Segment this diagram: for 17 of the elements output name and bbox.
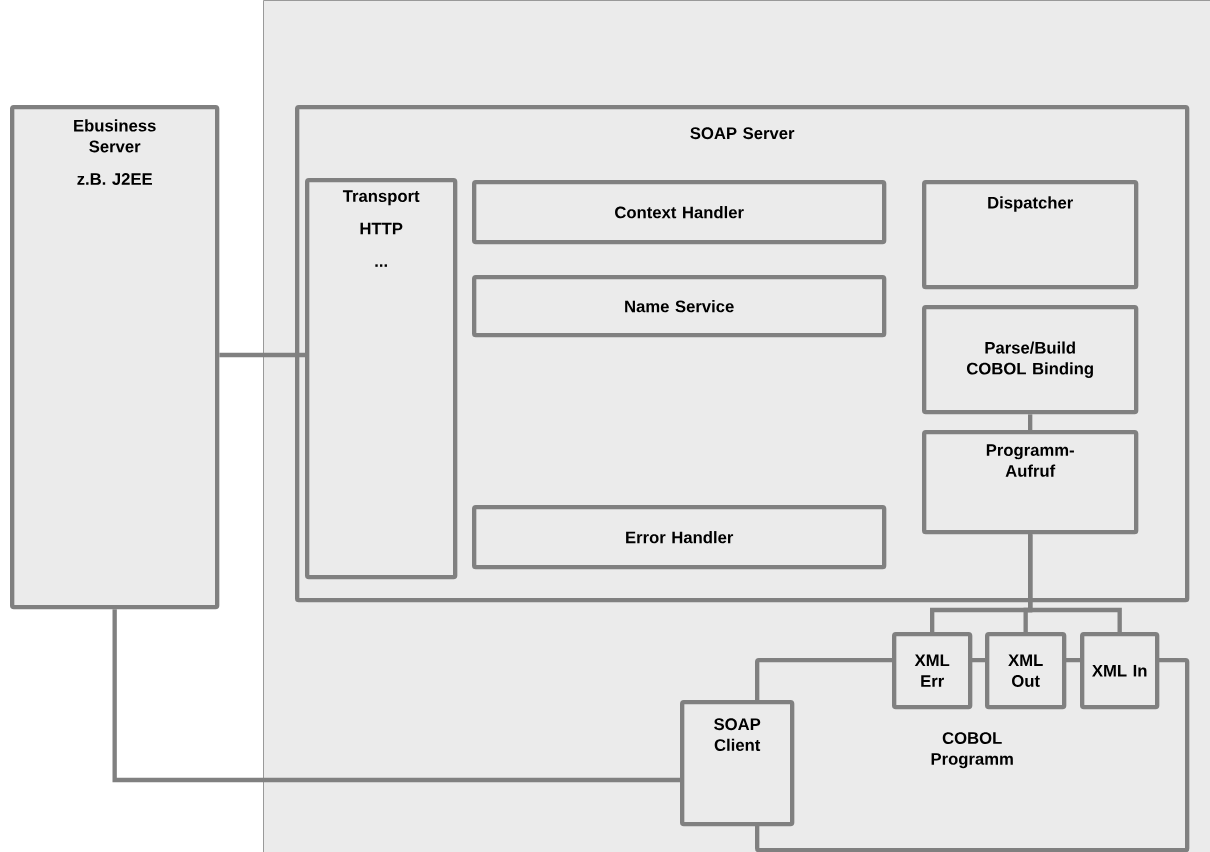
component-box: SOAP Client xyxy=(680,700,795,827)
component-box: Transport HTTP ... xyxy=(305,178,458,580)
connector-line xyxy=(1028,534,1122,632)
component-box: Error Handler xyxy=(472,505,887,570)
container-panel xyxy=(263,0,1210,852)
component-box: Dispatcher xyxy=(922,180,1139,290)
connector-line xyxy=(219,352,305,358)
connector-line xyxy=(112,609,680,783)
component-box: XML Out xyxy=(985,632,1067,710)
connector-line xyxy=(1028,414,1033,430)
component-box: Programm- Aufruf xyxy=(922,430,1139,535)
server-box: Ebusiness Server z.B. J2EE xyxy=(10,105,220,610)
component-box: Context Handler xyxy=(472,180,887,245)
component-box: XML Err xyxy=(892,632,973,710)
component-box: Parse/Build COBOL Binding xyxy=(922,305,1139,415)
component-box: Name Service xyxy=(472,275,887,338)
component-box: XML In xyxy=(1080,632,1160,710)
